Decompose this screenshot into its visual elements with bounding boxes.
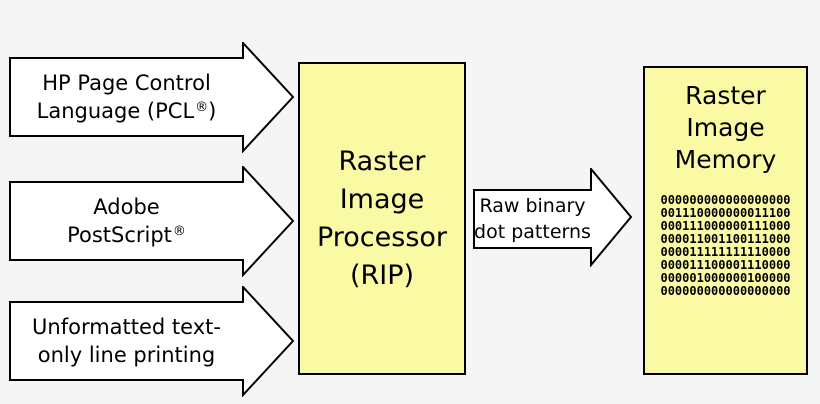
- input-arrow-hp-pcl: HP Page Control Language (PCL®): [9, 42, 295, 153]
- binary-row: 000111000000111000: [660, 219, 791, 233]
- binary-row: 000011111111110000: [660, 245, 791, 259]
- binary-dot-pattern: 000000000000000000 001110000000011100 00…: [660, 194, 790, 298]
- input-label-plain-text: Unformatted text- only line printing: [10, 302, 243, 380]
- input-label-line1: Adobe: [93, 195, 160, 219]
- registered-trademark-icon: ®: [172, 224, 186, 239]
- binary-row: 001110000000011100: [660, 206, 791, 220]
- input-label-line1: Unformatted text-: [32, 315, 221, 339]
- binary-row: 000000000000000000: [660, 284, 791, 298]
- input-label-line2: only line printing: [37, 343, 216, 367]
- right-arrow-icon: [9, 286, 295, 397]
- binary-row: 000011100001110000: [660, 258, 791, 272]
- input-label-hp-pcl: HP Page Control Language (PCL®): [10, 58, 243, 136]
- output-label-line2: dot patterns: [474, 221, 591, 243]
- input-label-line2: PostScript®: [67, 223, 186, 247]
- input-label-postscript: Adobe PostScript®: [10, 182, 243, 260]
- binary-row: 000011001100111000: [660, 232, 791, 246]
- output-arrow-raw-binary: Raw binary dot patterns: [473, 166, 633, 268]
- right-arrow-icon: [9, 166, 295, 277]
- output-arrow-label: Raw binary dot patterns: [474, 190, 591, 248]
- right-arrow-icon: [473, 166, 633, 268]
- raster-image-processor-box: Raster Image Processor (RIP): [298, 62, 466, 375]
- input-label-line1: HP Page Control: [42, 71, 211, 95]
- right-arrow-icon: [9, 42, 295, 153]
- input-arrow-plain-text: Unformatted text- only line printing: [9, 286, 295, 397]
- output-label-line1: Raw binary: [479, 195, 586, 217]
- raster-image-memory-title: Raster Image Memory: [674, 81, 777, 174]
- binary-row: 000001000000100000: [660, 271, 791, 285]
- raster-image-processor-label: Raster Image Processor (RIP): [316, 145, 448, 291]
- raster-image-memory-box: Raster Image Memory 000000000000000000 0…: [643, 66, 808, 375]
- registered-trademark-icon: ®: [195, 100, 209, 115]
- input-arrow-postscript: Adobe PostScript®: [9, 166, 295, 277]
- input-label-line2: Language (PCL®): [36, 99, 217, 123]
- binary-row: 000000000000000000: [660, 193, 791, 207]
